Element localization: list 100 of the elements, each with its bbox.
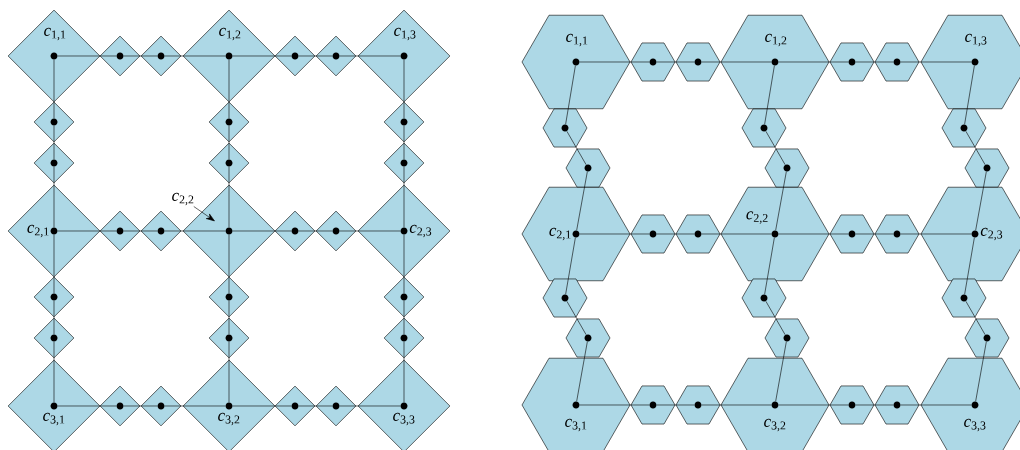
connector-line [579, 61, 650, 63]
connector-line [975, 171, 987, 231]
connector-line [57, 230, 117, 232]
connector-line [656, 233, 695, 235]
hexagon-node [764, 318, 810, 358]
connector-line [339, 55, 401, 57]
diamond-node: c$_{2,3}$ [357, 184, 451, 278]
connector-line [228, 125, 230, 160]
connector-line [565, 65, 576, 125]
connector-line [403, 300, 405, 335]
connector-line [975, 341, 987, 402]
diamond-node: c$_{3,3}$ [357, 359, 451, 450]
diamond-node [33, 317, 75, 359]
diamond-node [383, 317, 425, 359]
hexagon-node [630, 385, 676, 425]
diamond-node: c$_{1,2}$ [182, 9, 276, 103]
connector-line [765, 301, 786, 335]
diamond-node [208, 276, 250, 318]
diamond-node [99, 385, 141, 427]
hexagon-node [829, 42, 875, 82]
connector-line [855, 233, 894, 235]
diamond-node [140, 385, 182, 427]
connector-line [57, 55, 117, 57]
hexagon-node [630, 214, 676, 254]
node-label: c$_{2,2}$ [172, 192, 194, 206]
connector-line [900, 61, 972, 63]
hexagon-node [542, 108, 588, 148]
diamond-node [315, 385, 357, 427]
diamond-node [315, 35, 357, 77]
hexagon-node [941, 278, 987, 318]
hexagon-node [565, 318, 611, 358]
connector-line [339, 230, 401, 232]
hexagon-node: c$_{1,1}$ [521, 14, 631, 110]
connector-line [965, 301, 986, 335]
connector-line [775, 171, 787, 231]
hexagon-node [874, 385, 920, 425]
hexagon-node [675, 42, 721, 82]
connector-line [900, 233, 972, 235]
diamond-node [208, 317, 250, 359]
diamond-node: c$_{2,1}$ [7, 184, 101, 278]
diamond-node [315, 210, 357, 252]
hexagon-node [741, 108, 787, 148]
connector-line [778, 61, 849, 63]
connector-line [123, 405, 158, 407]
connector-line [579, 404, 650, 406]
diamond-node [383, 101, 425, 143]
hexagon-node: c$_{2,1}$ [521, 186, 631, 282]
hexagon-node [675, 385, 721, 425]
connector-line [764, 65, 775, 125]
diamond-node [274, 35, 316, 77]
connector-line [123, 230, 158, 232]
hexagon-node [565, 148, 611, 188]
diamond-node [140, 210, 182, 252]
connector-line [701, 404, 772, 406]
hexagon-node [675, 214, 721, 254]
connector-line [298, 230, 333, 232]
connector-line [656, 404, 695, 406]
connector-line [53, 341, 55, 403]
connector-line [900, 404, 972, 406]
hexagon-node: c$_{2,2}$ [720, 186, 830, 282]
connector-line [579, 233, 650, 235]
diamond-node [33, 101, 75, 143]
hexagon-node: c$_{3,3}$ [920, 357, 1020, 450]
diamond-node [33, 142, 75, 184]
leader-arrow [193, 206, 215, 222]
diamond-node: c$_{1,1}$ [7, 9, 101, 103]
hexagon-node: c$_{3,2}$ [720, 357, 830, 450]
diamond-node: c$_{1,3}$ [357, 9, 451, 103]
connector-line [576, 341, 588, 402]
connector-line [964, 237, 975, 295]
connector-line [765, 131, 786, 165]
hexagon-node: c$_{2,3}$ [920, 186, 1020, 282]
connector-line [565, 237, 576, 295]
connector-line [403, 125, 405, 160]
hexagon-node [964, 148, 1010, 188]
hexagon-node [829, 385, 875, 425]
hexagon-node: c$_{1,2}$ [720, 14, 830, 110]
diamond-node [274, 385, 316, 427]
connector-line [123, 55, 158, 57]
connector-line [855, 61, 894, 63]
connector-line [228, 166, 230, 228]
diamond-node [208, 101, 250, 143]
connector-line [576, 171, 588, 231]
connector-line [566, 131, 587, 165]
connector-line [53, 234, 55, 294]
diamond-node [383, 276, 425, 318]
connector-line [228, 300, 230, 335]
connector-line [965, 131, 986, 165]
connector-line [775, 341, 787, 402]
diamond-node [33, 276, 75, 318]
connector-line [164, 55, 226, 57]
connector-line [403, 166, 405, 228]
connector-line [764, 237, 775, 295]
connector-line [778, 233, 849, 235]
connector-line [228, 341, 230, 403]
connector-line [656, 61, 695, 63]
connector-line [339, 405, 401, 407]
hexagon-node: c$_{1,3}$ [920, 14, 1020, 110]
diamond-node [140, 35, 182, 77]
connector-line [701, 233, 772, 235]
